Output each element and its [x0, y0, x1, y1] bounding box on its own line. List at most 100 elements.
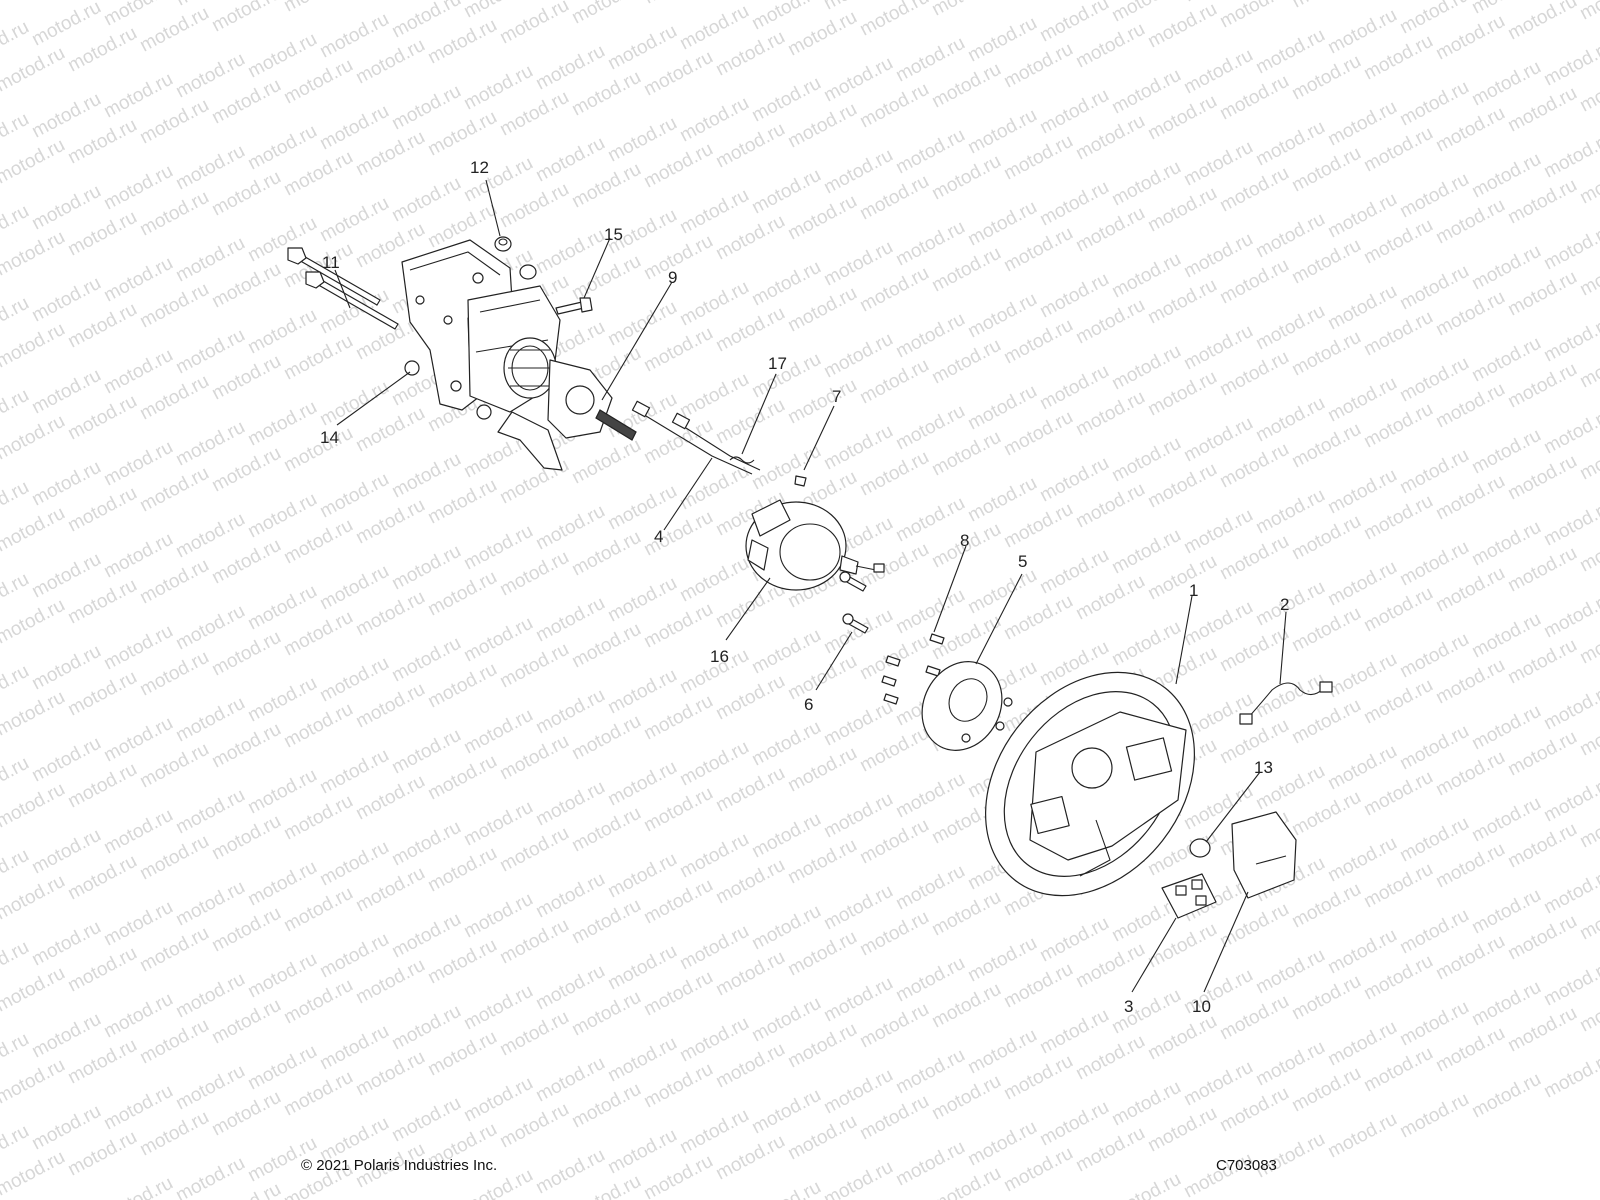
watermark-text: motod.ru: [784, 651, 860, 705]
watermark-text: motod.ru: [1360, 583, 1436, 637]
watermark-text: motod.ru: [928, 427, 1004, 481]
watermark-text: motod.ru: [1468, 1069, 1544, 1123]
watermark-text: motod.ru: [0, 687, 69, 741]
watermark-text: motod.ru: [0, 135, 69, 189]
watermark-text: motod.ru: [712, 119, 788, 173]
watermark-text: motod.ru: [640, 875, 716, 929]
watermark-text: motod.ru: [1288, 235, 1364, 289]
watermark-text: motod.ru: [64, 943, 140, 997]
watermark-text: motod.ru: [1360, 951, 1436, 1005]
watermark-text: motod.ru: [0, 411, 69, 465]
watermark-text: motod.ru: [280, 699, 356, 753]
watermark-text: motod.ru: [1360, 31, 1436, 85]
callout-15: 15: [604, 225, 623, 244]
watermark-text: motod.ru: [424, 935, 500, 989]
watermark-text: motod.ru: [1432, 747, 1508, 801]
watermark-text: motod.ru: [1000, 315, 1076, 369]
watermark-text: motod.ru: [1288, 327, 1364, 381]
watermark-text: motod.ru: [64, 575, 140, 629]
watermark-text: motod.ru: [0, 1055, 69, 1109]
watermark-text: motod.ru: [928, 0, 1004, 20]
watermark-text: motod.ru: [1396, 1089, 1472, 1143]
watermark-text: motod.ru: [1216, 255, 1292, 309]
watermark-text: motod.ru: [208, 75, 284, 129]
watermark-text: motod.ru: [1576, 0, 1600, 24]
watermark-text: motod.ru: [1144, 275, 1220, 329]
watermark-text: motod.ru: [352, 863, 428, 917]
watermark-text: motod.ru: [1288, 879, 1364, 933]
watermark-text: motod.ru: [1432, 471, 1508, 525]
watermark-text: motod.ru: [1072, 295, 1148, 349]
watermark-text: motod.ru: [0, 227, 69, 281]
watermark-text: motod.ru: [568, 619, 644, 673]
watermark-text: motod.ru: [1288, 0, 1364, 12]
watermark-text: motod.ru: [1360, 767, 1436, 821]
watermark-text: motod.ru: [1144, 91, 1220, 145]
watermark-text: motod.ru: [1000, 39, 1076, 93]
watermark-text: motod.ru: [64, 207, 140, 261]
watermark-text: motod.ru: [0, 595, 69, 649]
watermark-text: motod.ru: [208, 167, 284, 221]
watermark-text: motod.ru: [1504, 727, 1580, 781]
watermark-text: motod.ru: [352, 495, 428, 549]
watermark-text: motod.ru: [1072, 571, 1148, 625]
watermark-text: motod.ru: [1360, 123, 1436, 177]
watermark-text: motod.ru: [64, 759, 140, 813]
watermark-text: motod.ru: [784, 1111, 860, 1165]
watermark-text: motod.ru: [1504, 0, 1580, 44]
watermark-text: motod.ru: [0, 871, 69, 925]
watermark-text: motod.ru: [568, 527, 644, 581]
watermark-text: motod.ru: [784, 7, 860, 61]
watermark-text: motod.ru: [1144, 0, 1220, 52]
watermark-text: motod.ru: [1000, 499, 1076, 553]
watermark-text: motod.ru: [784, 927, 860, 981]
watermark-text: motod.ru: [1360, 307, 1436, 361]
watermark-text: motod.ru: [1216, 71, 1292, 125]
watermark-text: motod.ru: [208, 719, 284, 773]
watermark-text: motod.ru: [568, 251, 644, 305]
watermark-text: motod.ru: [640, 599, 716, 653]
watermark-text: motod.ru: [280, 515, 356, 569]
watermark-text: motod.ru: [1072, 1031, 1148, 1085]
diagram-code: C703083: [1216, 1157, 1277, 1174]
watermark-text: motod.ru: [712, 763, 788, 817]
watermark-text: motod.ru: [1504, 819, 1580, 873]
watermark-text: motod.ru: [640, 323, 716, 377]
watermark-text: motod.ru: [1216, 531, 1292, 585]
watermark-text: motod.ru: [1072, 387, 1148, 441]
watermark-text: motod.ru: [1108, 1169, 1184, 1200]
watermark-text: motod.ru: [640, 0, 716, 8]
watermark-text: motod.ru: [1288, 971, 1364, 1025]
watermark-text: motod.ru: [784, 99, 860, 153]
callout-3: 3: [1124, 997, 1133, 1016]
watermark-text: motod.ru: [136, 187, 212, 241]
watermark-text: motod.ru: [748, 1177, 824, 1200]
watermark-text: motod.ru: [208, 995, 284, 1049]
watermark-text: motod.ru: [208, 351, 284, 405]
watermark-text: motod.ru: [856, 907, 932, 961]
watermark-text: motod.ru: [568, 0, 644, 28]
watermark-text: motod.ru: [424, 567, 500, 621]
watermark-text: motod.ru: [1504, 1003, 1580, 1057]
watermark-text: motod.ru: [1288, 51, 1364, 105]
watermark-text: motod.ru: [1504, 543, 1580, 597]
watermark-text: motod.ru: [1144, 459, 1220, 513]
watermark-text: motod.ru: [0, 43, 69, 97]
watermark-text: motod.ru: [1360, 491, 1436, 545]
watermark-text: motod.ru: [928, 243, 1004, 297]
leader-lines: [334, 179, 1287, 993]
watermark-text: motod.ru: [640, 139, 716, 193]
watermark-text: motod.ru: [856, 0, 932, 40]
watermark-text: motod.ru: [64, 851, 140, 905]
callout-12: 12: [470, 158, 489, 177]
watermark-text: motod.ru: [1504, 359, 1580, 413]
watermark-text: motod.ru: [64, 483, 140, 537]
watermark-text: motod.ru: [1432, 931, 1508, 985]
watermark-text: motod.ru: [1144, 367, 1220, 421]
watermark-text: motod.ru: [1432, 103, 1508, 157]
watermark-text: motod.ru: [424, 1027, 500, 1081]
watermark-text: motod.ru: [820, 1157, 896, 1200]
watermark-text: motod.ru: [280, 0, 356, 16]
small-hardware: [404, 236, 593, 376]
watermark-text: motod.ru: [1072, 203, 1148, 257]
